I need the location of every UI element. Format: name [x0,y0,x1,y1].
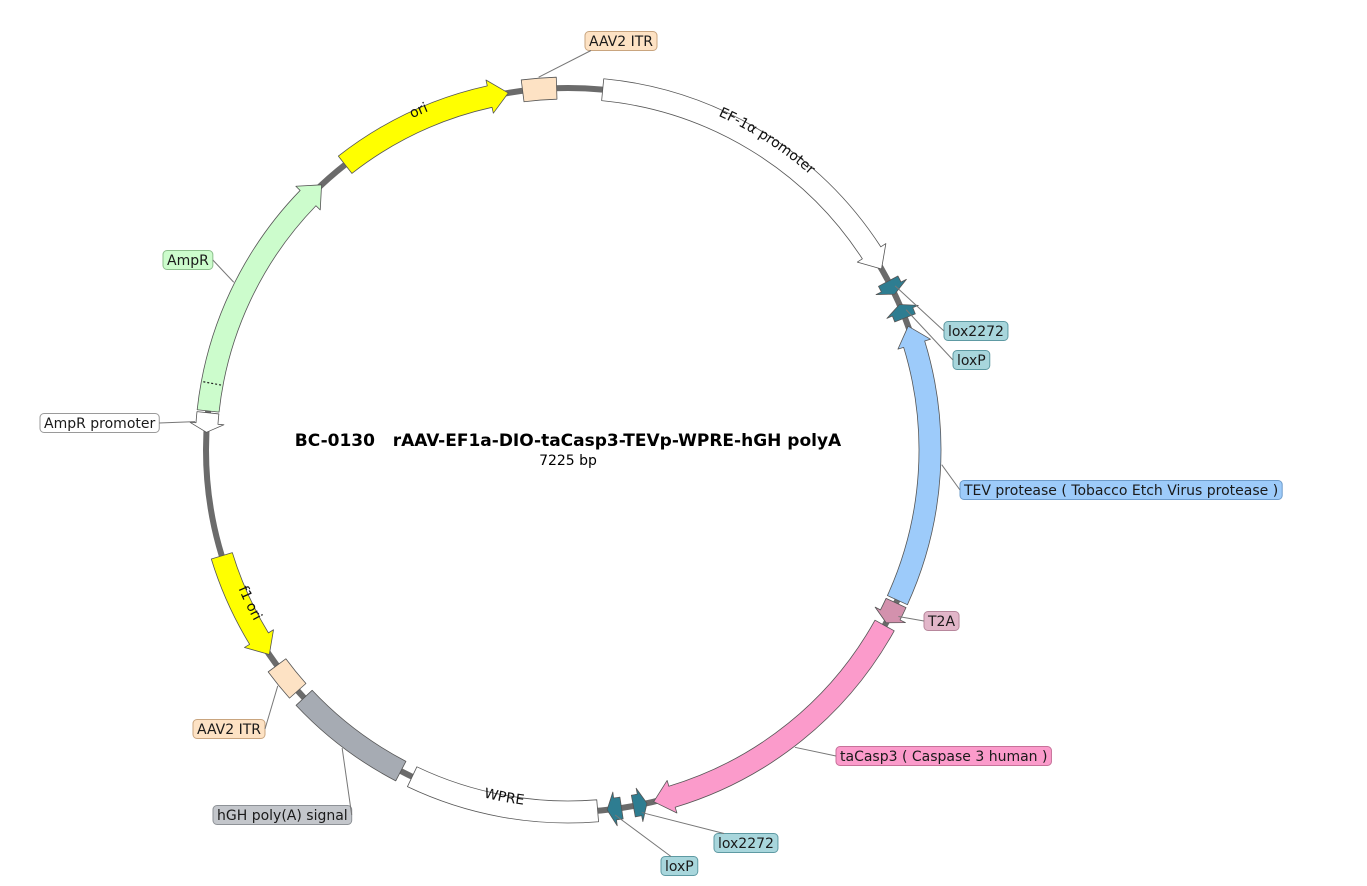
callout-aav2-itr-bottom[interactable]: AAV2 ITR [192,685,279,739]
callout-aav2-itr-top-text: AAV2 ITR [589,34,653,50]
plasmid-size: 7225 bp [539,453,597,469]
callout-loxp-1-text: loxP [957,353,986,369]
feature-ef1a-promoter[interactable]: EF-1α promoter [601,78,887,270]
feature-lox2272-2[interactable] [630,787,648,822]
callout-hgh-polya-text: hGH poly(A) signal [217,808,348,824]
callout-loxp-2-box [660,856,699,876]
lox2272-1-shape [875,275,907,296]
hgh-polya-shape [295,689,407,782]
callout-tacasp3-leader [794,746,837,757]
feature-hgh-polya[interactable] [295,689,407,782]
feature-t2a[interactable] [874,597,907,624]
callout-tev-protease[interactable]: TEV protease ( Tobacco Etch Virus protea… [941,464,1283,500]
callout-loxp-2-text: loxP [665,859,694,875]
callout-tev-protease-leader [941,464,961,491]
f1-ori-shape [210,552,274,655]
t2a-shape [874,597,907,624]
callout-tacasp3-text: taCasp3 ( Caspase 3 human ) [840,749,1047,765]
callout-aav2-itr-top-box [584,31,658,51]
feature-tev-protease[interactable] [887,325,942,606]
callout-loxp-1-leader [905,309,954,361]
callout-loxp-1[interactable]: loxP [905,309,991,370]
callout-aav2-itr-top-leader [538,50,592,78]
callout-tev-protease-text: TEV protease ( Tobacco Etch Virus protea… [963,483,1278,499]
feature-aav2-itr-top[interactable] [520,76,558,103]
callout-t2a-text: T2A [927,614,955,630]
callout-aav2-itr-top[interactable]: AAV2 ITR [538,31,658,78]
feature-f1-ori[interactable]: f1 ori [210,552,274,655]
callout-lox2272-2-leader [641,812,725,834]
callout-ampr-promoter-leader [159,421,196,424]
callout-loxp-2-leader [614,814,672,857]
callout-aav2-itr-bottom-text: AAV2 ITR [197,722,261,738]
callout-hgh-polya[interactable]: hGH poly(A) signal [212,748,353,825]
loxp-1-shape [886,304,919,323]
ampr-promoter-shape [189,411,225,433]
callout-aav2-itr-bottom-leader [264,685,279,730]
callout-hgh-polya-leader [341,748,353,816]
callout-t2a-leader [898,616,925,622]
callout-ampr-leader [212,259,235,283]
feature-aav2-itr-bottom[interactable] [267,658,307,699]
aav2-itr-top-shape [520,76,558,103]
ef1a-promoter-label: EF-1α promoter [716,105,818,178]
feature-wpre[interactable]: WPRE [407,766,599,824]
callout-lox2272-1-leader [894,285,945,332]
callout-loxp-2[interactable]: loxP [614,814,699,876]
feature-ampr[interactable] [196,184,322,413]
ori-label: ori [407,100,430,122]
tacasp3-shape [653,619,895,814]
ampr-dotted-marker [203,381,222,386]
callout-lox2272-1[interactable]: lox2272 [894,285,1009,341]
feature-ampr-promoter[interactable] [189,411,225,433]
ori-shape [337,79,509,174]
wpre-label: WPRE [483,786,526,809]
callout-tacasp3[interactable]: taCasp3 ( Caspase 3 human ) [794,746,1052,766]
plasmid-title: BC-0130 rAAV-EF1a-DIO-taCasp3-TEVp-WPRE-… [295,431,842,451]
callout-t2a[interactable]: T2A [898,611,960,631]
ef1a-promoter-shape [601,78,887,270]
callout-ampr-text: AmpR [167,253,209,269]
lox2272-2-shape [630,787,648,822]
ampr-shape [196,184,322,413]
feature-lox2272-1[interactable] [875,275,907,296]
feature-ori[interactable]: ori [337,79,509,174]
feature-tacasp3[interactable] [653,619,895,814]
callout-lox2272-2-text: lox2272 [718,836,774,852]
loxp-2-shape [606,791,624,827]
wpre-shape [407,766,599,824]
feature-loxp-2[interactable] [606,791,624,827]
callout-lox2272-2[interactable]: lox2272 [641,812,779,853]
callout-lox2272-1-text: lox2272 [948,324,1004,340]
callout-ampr-promoter-text: AmpR promoter [44,416,155,432]
aav2-itr-bottom-shape [267,658,307,699]
callout-ampr-promoter[interactable]: AmpR promoter [39,413,196,433]
callout-lox2272-2-box [713,833,779,853]
tev-protease-shape [887,325,942,606]
callout-ampr[interactable]: AmpR [162,250,235,283]
feature-loxp-1[interactable] [886,304,919,323]
